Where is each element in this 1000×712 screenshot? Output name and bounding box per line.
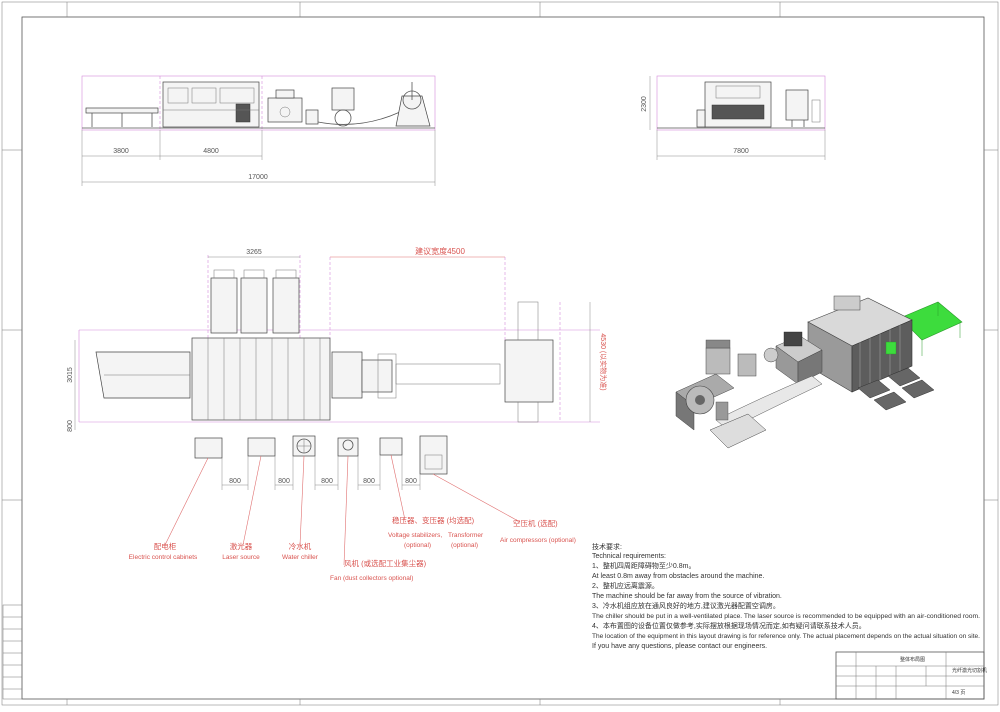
dim-side-3800: 3800	[113, 148, 129, 155]
label-stabilizer-cn: 稳压器、变压器 (均选配)	[392, 515, 475, 525]
dim-end-7800: 7800	[733, 148, 749, 155]
dim-plan-3015: 3015	[67, 367, 74, 383]
note-3-cn: 3、冷水机组应放在通风良好的地方,建议激光器配置空调房。	[592, 601, 780, 610]
fan-symbol	[337, 437, 359, 457]
auxiliary-equipment	[164, 435, 521, 566]
laser-source-symbol	[247, 437, 276, 457]
label-compressor-cn: 空压机 (选配)	[513, 518, 558, 528]
tb-drawing-name: 光纤激光切割机	[952, 667, 987, 674]
label-transformer-en2: (optional)	[451, 542, 478, 549]
gap-1: 800	[229, 478, 241, 485]
note-4-cn: 4、本布置图的设备位置仅做参考,实际摆放根据现场情况而定,如有疑问请联系技术人员…	[592, 621, 866, 630]
note-5-en: If you have any questions, please contac…	[592, 643, 767, 650]
tb-page-label: 4/3 页	[952, 690, 965, 696]
label-laser-cn: 激光器	[230, 541, 253, 551]
label-stabilizer-en2: (optional)	[404, 542, 431, 549]
revision-strip	[2, 604, 23, 700]
notes-title-en: Technical requirements:	[592, 553, 666, 560]
title-block	[835, 651, 985, 700]
dim-right-height: 4530 (以实物为准)	[599, 333, 608, 390]
air-compressor-symbol	[419, 435, 448, 475]
tb-project: 整体布局图	[900, 656, 925, 663]
gap-3: 800	[321, 478, 333, 485]
dim-plan-3265: 3265	[246, 249, 262, 256]
dim-side-17000: 17000	[248, 174, 268, 181]
electric-cabinet-symbol	[194, 437, 223, 459]
stabilizer-symbol	[379, 437, 403, 456]
note-2-en: The machine should be far away from the …	[592, 593, 782, 600]
note-3-en: The chiller should be put in a well-vent…	[592, 613, 980, 620]
label-stabilizer-en1: Voltage stabilizers,	[388, 532, 442, 539]
label-fan-cn: 风机 (或选配工业集尘器)	[344, 558, 427, 568]
dim-recommended-width: 建议宽度4500	[415, 246, 465, 256]
note-1-en: At least 0.8m away from obstacles around…	[592, 573, 764, 580]
label-chiller-en: Water chiller	[282, 554, 319, 561]
water-chiller-symbol	[292, 435, 316, 457]
label-compressor-en: Air compressors (optional)	[500, 537, 576, 544]
isometric-3d-view	[675, 295, 963, 449]
note-4-en: The location of the equipment in this la…	[592, 633, 980, 640]
plan-view	[74, 255, 600, 430]
dim-plan-800: 800	[67, 420, 74, 432]
label-transformer-en1: Transformer	[448, 532, 484, 539]
label-laser-en: Laser source	[222, 554, 260, 561]
label-chiller-cn: 冷水机	[289, 541, 312, 551]
label-cabinet-cn: 配电柜	[154, 541, 177, 551]
gap-4: 800	[363, 478, 375, 485]
side-elevation-view	[81, 75, 436, 186]
dim-side-4800: 4800	[203, 148, 219, 155]
label-cabinet-en: Electric control cabinets	[129, 554, 198, 561]
label-fan-en: Fan (dust collectors optional)	[330, 575, 413, 582]
note-2-cn: 2、整机应远离震源。	[592, 581, 659, 590]
note-1-cn: 1、整机四周距障碍物至少0.8m。	[592, 561, 695, 570]
technical-notes: 技术要求: Technical requirements: 1、整机四周距障碍物…	[592, 542, 980, 650]
end-elevation-view	[649, 75, 826, 160]
inner-frame	[21, 16, 985, 700]
dim-end-2300: 2300	[641, 96, 648, 112]
gap-5: 800	[405, 478, 417, 485]
notes-title-cn: 技术要求:	[592, 542, 622, 551]
gap-2: 800	[278, 478, 290, 485]
